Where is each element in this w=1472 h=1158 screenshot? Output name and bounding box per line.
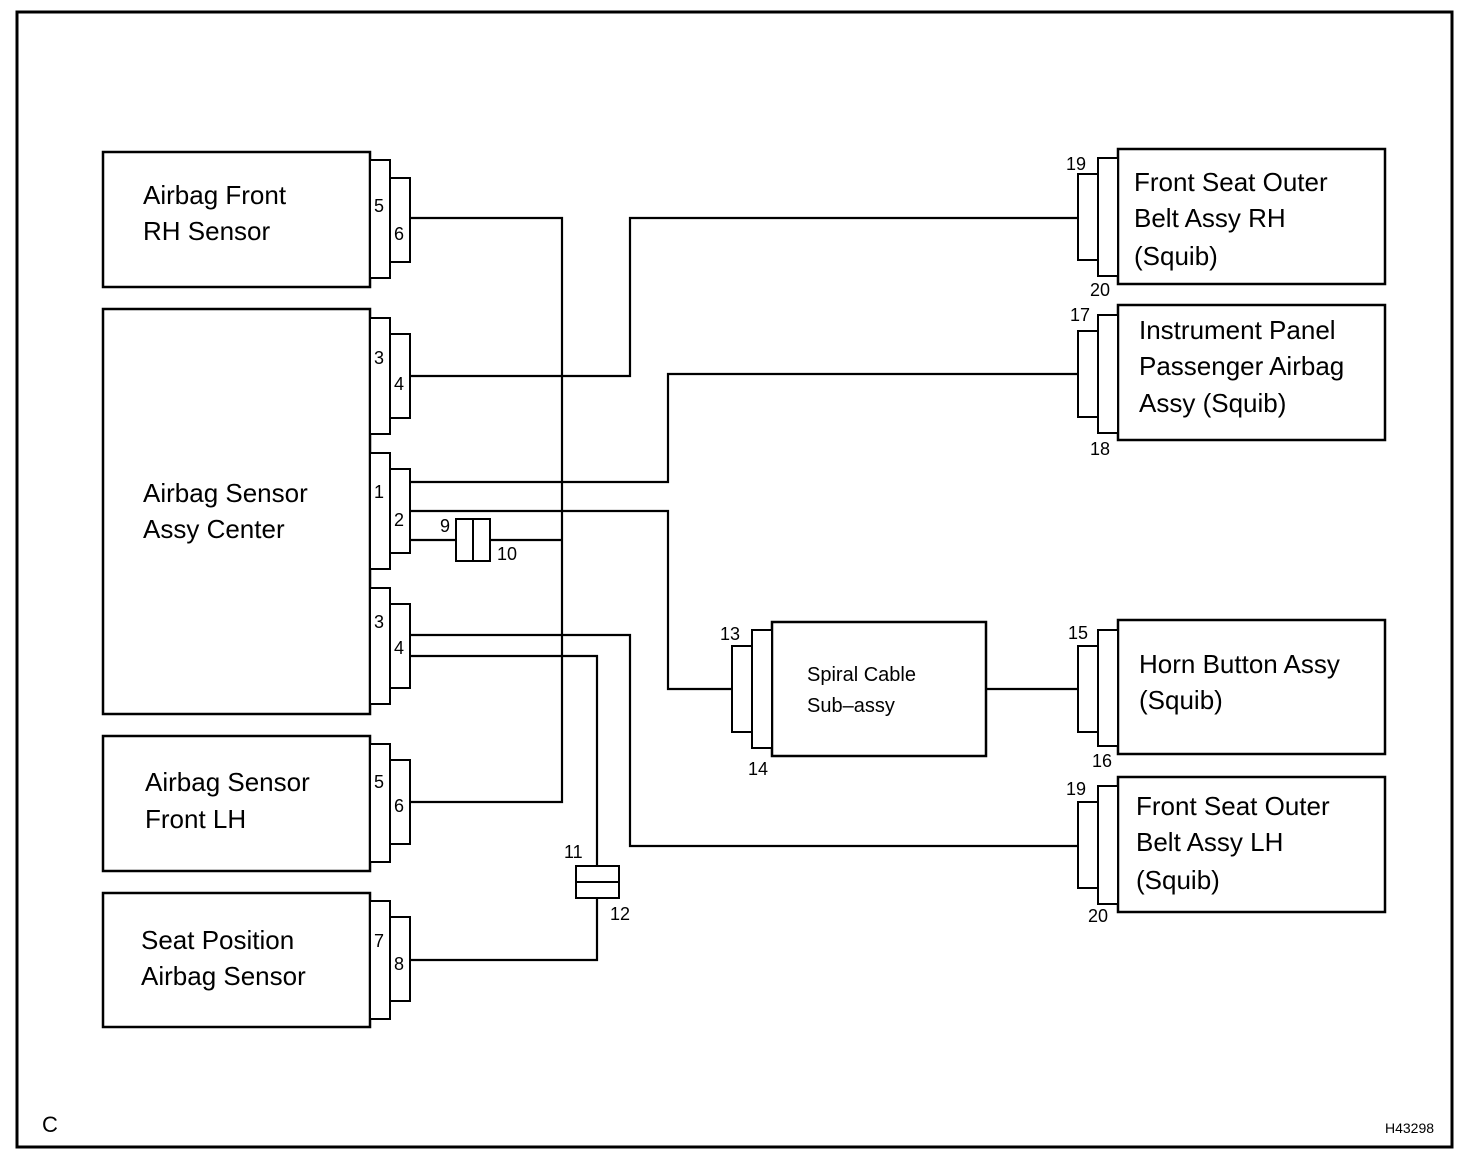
pin-label: 1 <box>374 482 384 502</box>
junction-9-10: 9 10 <box>440 516 517 564</box>
label-line3: Assy (Squib) <box>1139 388 1286 418</box>
label-line3: (Squib) <box>1136 865 1220 895</box>
connector-inner <box>389 916 411 1002</box>
connector-outer <box>369 452 391 570</box>
label-line2: Belt Assy LH <box>1136 827 1283 857</box>
instrument-panel-passenger-airbag: Instrument Panel Passenger Airbag Assy (… <box>1070 303 1387 459</box>
connector-inner <box>1097 785 1119 905</box>
pin-label: 4 <box>394 638 404 658</box>
label-line2: Assy Center <box>143 514 285 544</box>
connector-outer <box>369 159 391 279</box>
pin-label: 5 <box>374 772 384 792</box>
pin-label: 7 <box>374 931 384 951</box>
pin-label: 11 <box>564 842 583 862</box>
wire-center-to-belt-rh <box>410 216 1078 378</box>
pin-label: 17 <box>1070 305 1090 325</box>
connector-outer <box>369 743 391 863</box>
connector-outer <box>1077 645 1099 733</box>
label-line3: (Squib) <box>1134 241 1218 271</box>
wire-center-to-seat-position <box>410 654 599 962</box>
drawing-id: H43298 <box>1385 1120 1434 1136</box>
wires <box>410 216 1078 962</box>
label-line2: Front LH <box>145 804 246 834</box>
label-line2: Sub–assy <box>807 695 895 717</box>
label-line1: Horn Button Assy <box>1139 649 1340 679</box>
label-line1: Airbag Sensor <box>145 767 310 797</box>
pin-label: 20 <box>1090 280 1110 300</box>
pin-label: 6 <box>394 796 404 816</box>
connector-outer <box>369 317 391 435</box>
connector-inner <box>389 177 411 263</box>
connector-inner <box>389 759 411 845</box>
airbag-sensor-assy-center: Airbag Sensor Assy Center 3 4 1 2 3 4 <box>101 307 411 716</box>
label-line2: Passenger Airbag <box>1139 351 1344 381</box>
diagram-frame <box>15 10 1454 1149</box>
connector-inner <box>389 468 411 554</box>
pin-label: 3 <box>374 612 384 632</box>
seat-position-airbag-sensor: Seat Position Airbag Sensor 7 8 <box>101 891 411 1029</box>
pin-label: 2 <box>394 510 404 530</box>
spiral-cable-sub-assy: Spiral Cable Sub–assy 13 14 <box>720 620 988 779</box>
pin-label: 19 <box>1066 779 1086 799</box>
label-line1: Front Seat Outer <box>1134 167 1328 197</box>
connector-outer <box>1077 173 1099 261</box>
label-line2: (Squib) <box>1139 685 1223 715</box>
wire-center-to-belt-lh <box>410 633 1078 848</box>
wire-center-to-instrument-panel <box>410 372 1078 484</box>
front-seat-outer-belt-lh: Front Seat Outer Belt Assy LH (Squib) 19… <box>1066 775 1387 926</box>
pin-label: 4 <box>394 374 404 394</box>
pin-label: 10 <box>497 544 517 564</box>
pin-label: 18 <box>1090 439 1110 459</box>
connector-inner <box>751 629 773 749</box>
front-seat-outer-belt-rh: Front Seat Outer Belt Assy RH (Squib) 19… <box>1066 147 1387 300</box>
label-line1: Airbag Front <box>143 180 287 210</box>
connector-outer <box>369 587 391 705</box>
pin-label: 13 <box>720 624 740 644</box>
pin-label: 15 <box>1068 623 1088 643</box>
junction-11-12: 11 12 <box>564 842 630 924</box>
connector-outer <box>1077 330 1099 418</box>
label-line2: RH Sensor <box>143 216 270 246</box>
connector-inner <box>389 603 411 689</box>
connector-inner <box>1097 629 1119 747</box>
pin-label: 3 <box>374 348 384 368</box>
label-line2: Airbag Sensor <box>141 961 306 991</box>
label-line1: Spiral Cable <box>807 664 916 686</box>
connector-outer <box>731 645 753 733</box>
pin-label: 20 <box>1088 906 1108 926</box>
horn-button-assy: Horn Button Assy (Squib) 15 16 <box>1068 618 1387 771</box>
pin-label: 14 <box>748 759 768 779</box>
pin-label: 6 <box>394 224 404 244</box>
connector-inner <box>389 333 411 419</box>
wire-center-to-spiral-cable <box>410 509 732 691</box>
label-line1: Seat Position <box>141 925 294 955</box>
airbag-front-rh-sensor: Airbag Front RH Sensor 5 6 <box>101 150 411 289</box>
pin-label: 12 <box>610 904 630 924</box>
airbag-sensor-front-lh: Airbag Sensor Front LH 5 6 <box>101 734 411 873</box>
pin-label: 5 <box>374 196 384 216</box>
label-line2: Belt Assy RH <box>1134 203 1286 233</box>
label-line1: Front Seat Outer <box>1136 791 1330 821</box>
pin-label: 19 <box>1066 154 1086 174</box>
pin-label: 16 <box>1092 751 1112 771</box>
label-line1: Airbag Sensor <box>143 478 308 508</box>
corner-letter: C <box>42 1112 58 1137</box>
connector-inner <box>1097 157 1119 277</box>
pin-label: 8 <box>394 954 404 974</box>
pin-label: 9 <box>440 516 450 536</box>
connector-inner <box>1097 314 1119 434</box>
connector-outer <box>1077 801 1099 889</box>
label-line1: Instrument Panel <box>1139 315 1336 345</box>
connector-outer <box>369 900 391 1020</box>
